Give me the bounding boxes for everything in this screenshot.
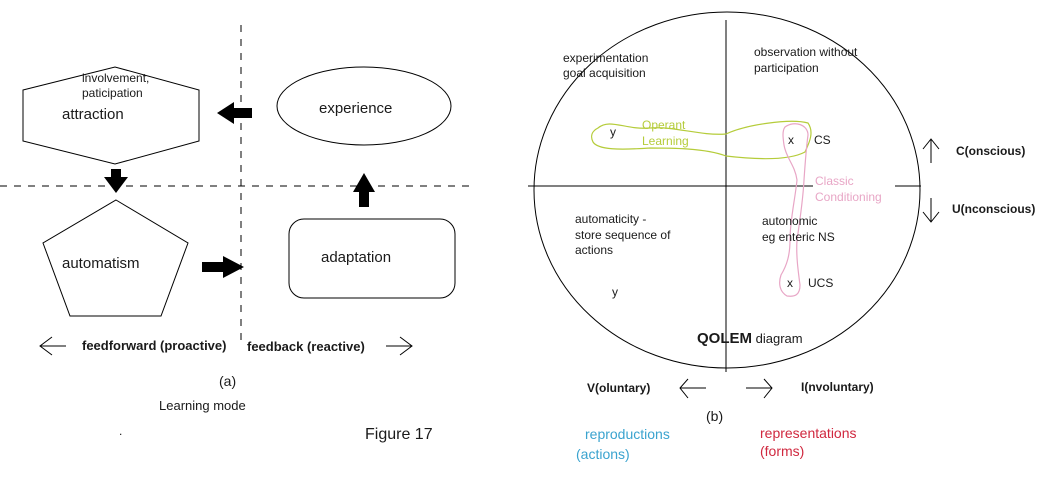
stray-dot: . [119,424,123,438]
operant-learning-region [591,120,812,160]
qolem-circle [533,11,921,369]
involuntary-label: I(nvoluntary) [801,380,874,394]
attraction-sublabel-line2: paticipation [82,86,143,100]
quadrant-top-left-line1: experimentation [563,51,649,65]
arrow-to-automatism [104,169,128,193]
figure-title: Figure 17 [365,426,433,443]
reproductions-label: reproductions [585,426,670,442]
automatism-label: automatism [62,255,140,272]
arrow-to-attraction [217,102,252,124]
voluntary-left-arrow-icon [679,378,706,399]
feedback-arrow-icon [386,336,413,356]
adaptation-box [288,218,456,299]
panel-b-label: (b) [706,408,724,424]
unconscious-down-arrow-icon [922,198,940,223]
marker-x-ucs: x [787,276,793,290]
classic-label-line1: Classic [815,174,854,188]
actions-label: (actions) [576,446,630,462]
arrow-to-adaptation [202,256,244,278]
cs-label: CS [814,133,831,147]
ucs-label: UCS [808,276,834,290]
experience-label: experience [319,100,393,117]
marker-x-cs: x [788,133,794,147]
voluntary-label: V(oluntary) [587,381,651,395]
unconscious-label: U(nconscious) [952,202,1036,216]
attraction-sublabel-line1: involvement, [82,71,150,85]
attraction-label: attraction [62,106,124,123]
quadrant-top-right-line2: participation [754,61,819,75]
quadrant-bottom-right-line1: autonomic [762,214,818,228]
classic-label-line2: Conditioning [815,190,882,204]
experience-ellipse [276,66,452,146]
marker-y-operant: y [610,125,616,139]
quadrant-bottom-right-line2: eg enteric NS [762,230,835,244]
quadrant-bottom-left-line3: actions [575,243,614,257]
feedforward-arrow-icon [39,336,66,356]
forms-label: (forms) [760,443,805,459]
arrow-to-experience [353,173,375,207]
operant-label-line1: Operant [642,118,686,132]
adaptation-label: adaptation [321,249,392,266]
qolem-title: QOLEM diagram [697,330,803,348]
qolem-title-rest: diagram [752,331,803,346]
panel-a-caption: Learning mode [159,398,246,413]
classic-conditioning-region [779,123,809,297]
representations-label: representations [760,425,857,441]
conscious-up-arrow-icon [922,138,940,163]
panel-a-label: (a) [219,373,237,389]
qolem-title-bold: QOLEM [697,330,752,347]
feedforward-label: feedforward (proactive) [82,338,227,353]
quadrant-top-left-line2: goal acquisition [563,66,646,80]
attraction-hexagon [22,66,200,165]
feedback-label: feedback (reactive) [247,339,365,354]
conscious-label: C(onscious) [956,144,1026,158]
automatism-pentagon [42,199,189,317]
quadrant-top-right-line1: observation without [754,45,858,59]
marker-y-bottom: y [612,285,618,299]
involuntary-right-arrow-icon [746,378,773,399]
quadrant-bottom-left-line1: automaticity - [575,212,647,226]
operant-label-line2: Learning [642,134,689,148]
quadrant-bottom-left-line2: store sequence of [575,228,671,242]
